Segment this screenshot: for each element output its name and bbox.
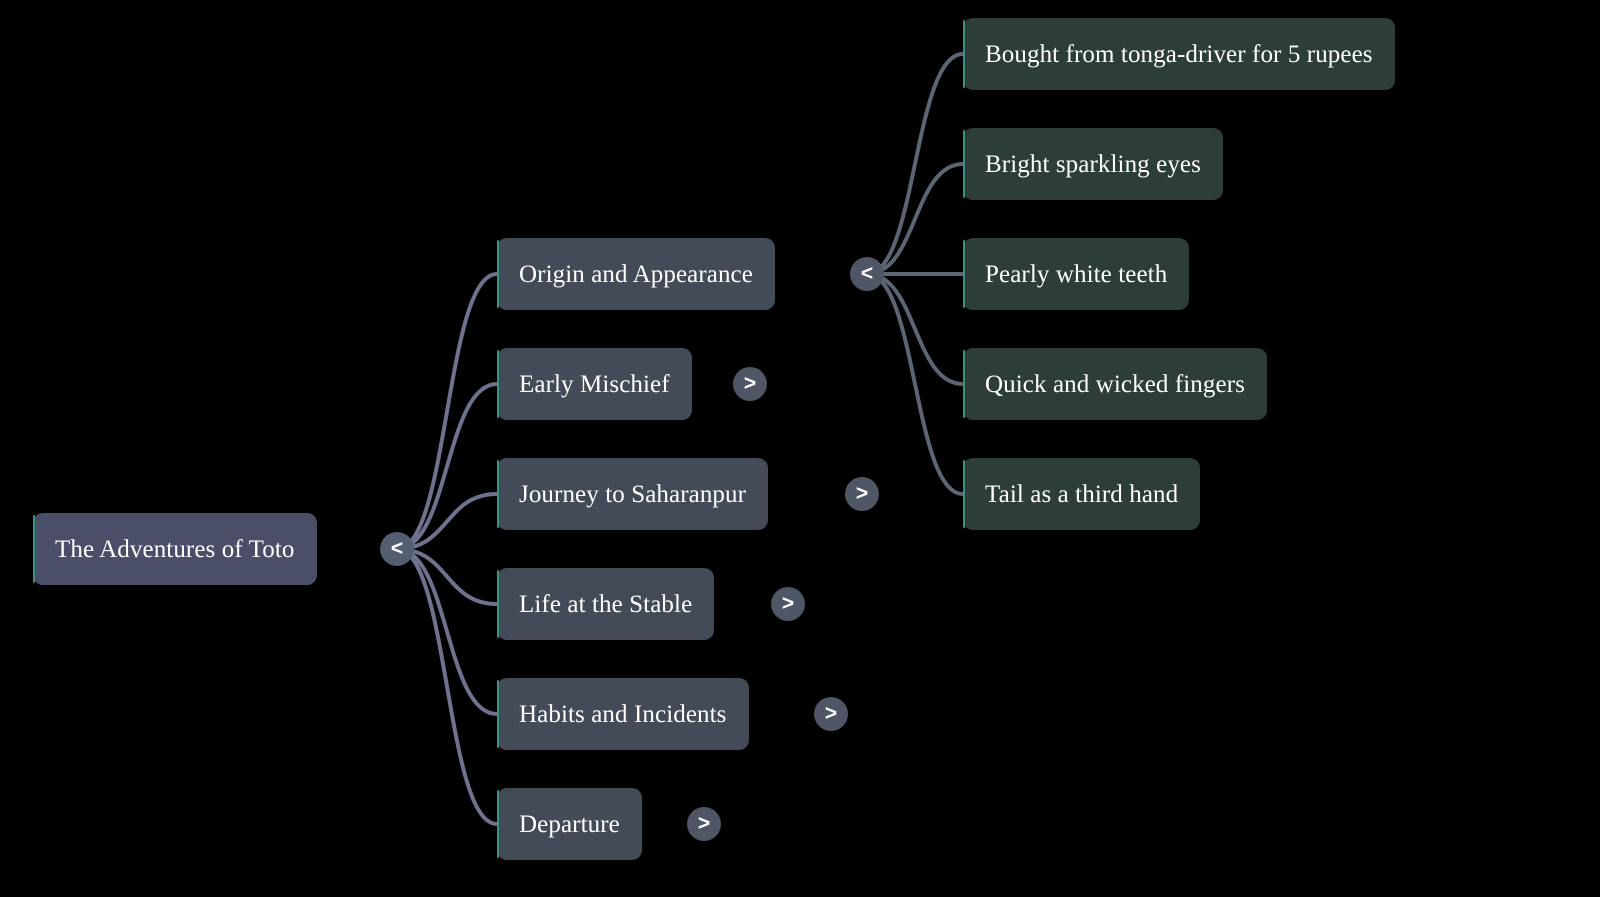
branch-node-life-at-the-stable[interactable]: Life at the Stable: [497, 568, 715, 640]
node-edge-accent: [33, 515, 35, 583]
chevron-left-icon: <: [860, 261, 874, 285]
leaf-node-label: Bought from tonga-driver for 5 rupees: [985, 40, 1373, 68]
node-edge-accent: [497, 570, 499, 638]
node-edge-accent: [963, 20, 965, 88]
branch-toggle-departure[interactable]: >: [687, 807, 721, 841]
branch-node-label: Journey to Saharanpur: [519, 480, 747, 508]
branch-node-label: Departure: [519, 810, 620, 838]
root-node-label: The Adventures of Toto: [55, 535, 295, 563]
chevron-right-icon: >: [855, 481, 869, 505]
branch-toggle-habits-and-incidents[interactable]: >: [814, 697, 848, 731]
node-edge-accent: [497, 240, 499, 308]
node-edge-accent: [497, 460, 499, 528]
branch-toggle-life-at-the-stable[interactable]: >: [771, 587, 805, 621]
branch-node-early-mischief[interactable]: Early Mischief: [497, 348, 692, 420]
leaf-node-bright-sparkling-eyes[interactable]: Bright sparkling eyes: [963, 128, 1223, 200]
branch-node-habits-and-incidents[interactable]: Habits and Incidents: [497, 678, 749, 750]
leaf-node-quick-and-wicked-fingers[interactable]: Quick and wicked fingers: [963, 348, 1267, 420]
leaf-node-label: Quick and wicked fingers: [985, 370, 1245, 398]
branch-node-label: Life at the Stable: [519, 590, 693, 618]
leaf-node-bought-from-tonga-driver[interactable]: Bought from tonga-driver for 5 rupees: [963, 18, 1395, 90]
branch-node-departure[interactable]: Departure: [497, 788, 642, 860]
branch-toggle-journey-to-saharanpur[interactable]: >: [845, 477, 879, 511]
branch-node-label: Origin and Appearance: [519, 260, 753, 288]
chevron-right-icon: >: [697, 811, 711, 835]
node-edge-accent: [963, 130, 965, 198]
branch-toggle-early-mischief[interactable]: >: [733, 367, 767, 401]
leaf-node-label: Bright sparkling eyes: [985, 150, 1201, 178]
chevron-left-icon: <: [390, 536, 404, 560]
branch-node-origin-and-appearance[interactable]: Origin and Appearance: [497, 238, 775, 310]
chevron-right-icon: >: [824, 701, 838, 725]
node-edge-accent: [963, 240, 965, 308]
chevron-right-icon: >: [743, 371, 757, 395]
root-toggle-button[interactable]: <: [380, 532, 414, 566]
node-edge-accent: [497, 790, 499, 858]
root-node[interactable]: The Adventures of Toto: [33, 513, 317, 585]
node-edge-accent: [497, 350, 499, 418]
leaf-node-tail-as-a-third-hand[interactable]: Tail as a third hand: [963, 458, 1201, 530]
branch-node-label: Habits and Incidents: [519, 700, 727, 728]
leaf-node-label: Pearly white teeth: [985, 260, 1168, 288]
branch-toggle-origin-and-appearance[interactable]: <: [850, 257, 884, 291]
branch-node-label: Early Mischief: [519, 370, 670, 398]
leaf-node-pearly-white-teeth[interactable]: Pearly white teeth: [963, 238, 1190, 310]
leaf-node-label: Tail as a third hand: [985, 480, 1179, 508]
chevron-right-icon: >: [781, 591, 795, 615]
node-edge-accent: [497, 680, 499, 748]
branch-node-journey-to-saharanpur[interactable]: Journey to Saharanpur: [497, 458, 769, 530]
node-edge-accent: [963, 460, 965, 528]
node-edge-accent: [963, 350, 965, 418]
